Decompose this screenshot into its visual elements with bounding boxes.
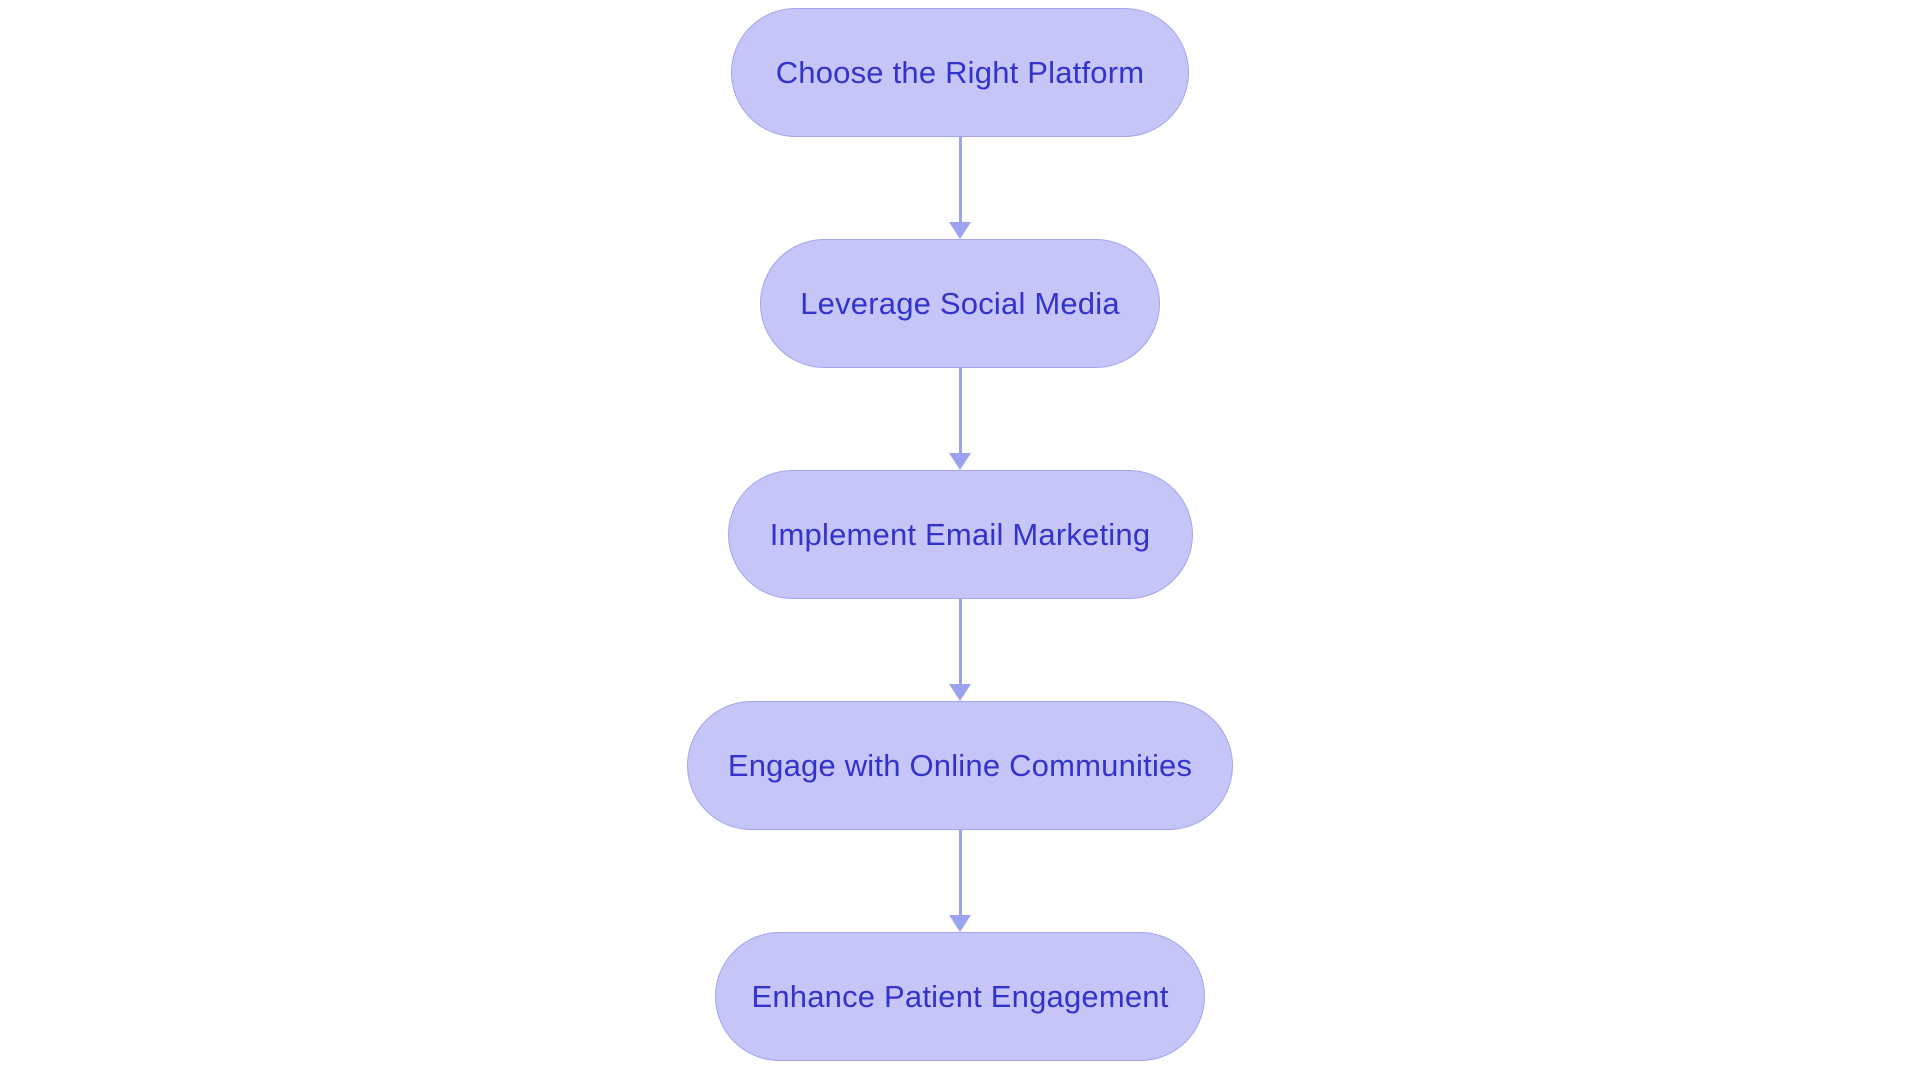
down-arrow-icon xyxy=(949,222,971,239)
flow-node-label: Choose the Right Platform xyxy=(775,55,1145,90)
flow-node-implement-email-marketing[interactable]: Implement Email Marketing xyxy=(727,470,1193,599)
down-arrow-icon xyxy=(949,453,971,470)
flow-node-label: Enhance Patient Engagement xyxy=(751,979,1169,1014)
flow-connector-4-to-5 xyxy=(948,830,972,932)
connector-line xyxy=(958,137,962,223)
flow-node-label: Leverage Social Media xyxy=(800,286,1120,321)
connector-line xyxy=(958,599,962,685)
top-spacer xyxy=(960,0,961,8)
flow-connector-2-to-3 xyxy=(948,368,972,470)
flow-connector-3-to-4 xyxy=(948,599,972,701)
flow-node-enhance-patient-engagement[interactable]: Enhance Patient Engagement xyxy=(715,932,1205,1061)
flow-node-label: Engage with Online Communities xyxy=(727,748,1193,783)
flow-node-label: Implement Email Marketing xyxy=(769,517,1151,552)
connector-line xyxy=(958,368,962,454)
flow-node-choose-the-right-platform[interactable]: Choose the Right Platform xyxy=(731,8,1189,137)
connector-line xyxy=(958,830,962,916)
flow-node-engage-with-online-communities[interactable]: Engage with Online Communities xyxy=(687,701,1233,830)
flow-connector-1-to-2 xyxy=(948,137,972,239)
down-arrow-icon xyxy=(949,915,971,932)
down-arrow-icon xyxy=(949,684,971,701)
flow-node-leverage-social-media[interactable]: Leverage Social Media xyxy=(760,239,1160,368)
